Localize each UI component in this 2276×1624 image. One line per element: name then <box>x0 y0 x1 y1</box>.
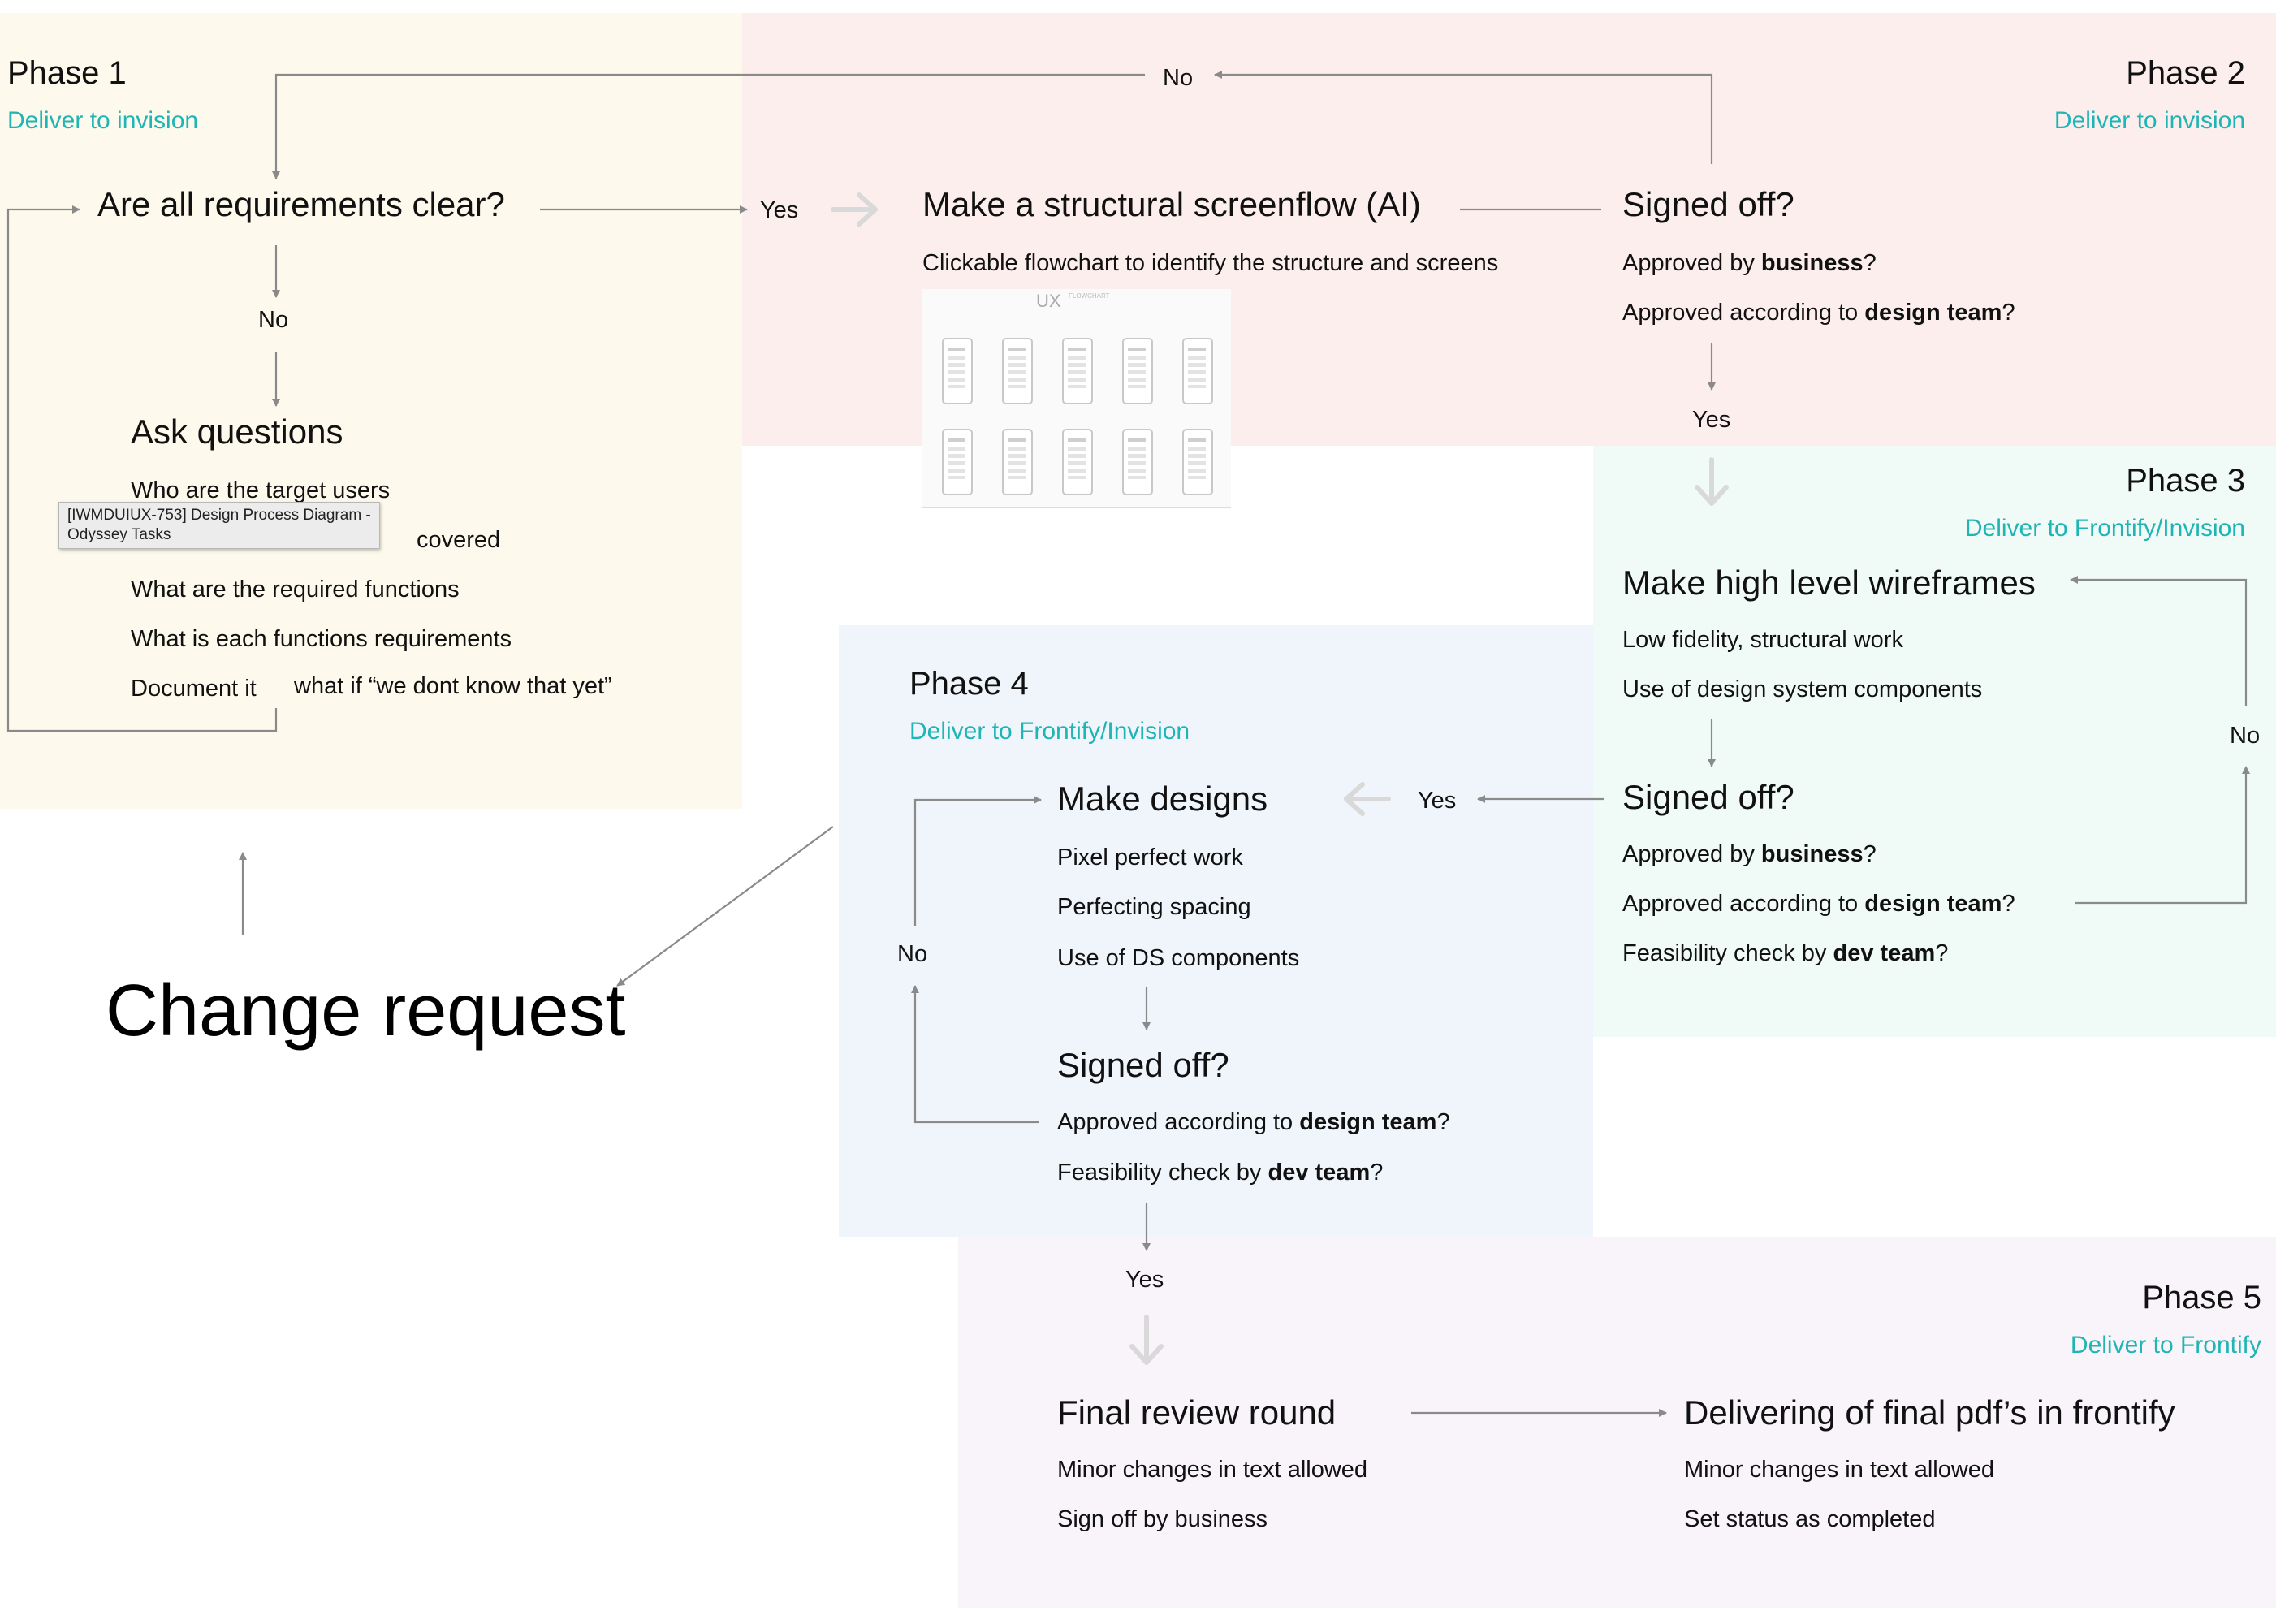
phase3-signoff-title: Signed off? <box>1622 778 1794 816</box>
arrow-no-loop-left-up <box>911 985 1039 1124</box>
phase3-deliver: Deliver to Frontify/Invision <box>1964 515 2245 542</box>
phase4-signoff-title: Signed off? <box>1057 1046 1229 1084</box>
designs-item-ds: Use of DS components <box>1057 945 1300 971</box>
phase2-yes-down: Yes <box>1692 407 1731 433</box>
phase3-yes-label: Yes <box>1418 788 1457 814</box>
flowchart-thumbnail: UX FLOWCHART <box>922 289 1231 508</box>
deliver-item-minor: Minor changes in text allowed <box>1684 1457 1995 1483</box>
final-item-minor: Minor changes in text allowed <box>1057 1457 1368 1483</box>
thumb-subtitle: FLOWCHART <box>1069 292 1110 300</box>
ask-note: what if “we dont know that yet” <box>294 673 612 699</box>
phase4-yes-label: Yes <box>1125 1267 1164 1293</box>
arrow-no-loop-left-top <box>913 796 1042 926</box>
phase3-title: Phase 3 <box>2126 463 2245 499</box>
ask-item-functions: What are the required functions <box>131 577 460 603</box>
ask-item-document: Document it <box>131 676 257 702</box>
requirements-question: Are all requirements clear? <box>97 185 505 223</box>
phase1-panel <box>0 13 742 809</box>
final-review-title: Final review round <box>1057 1393 1337 1432</box>
phase4-approved-design: Approved according to design team? <box>1057 1109 1450 1135</box>
phase3-no-label: No <box>2230 723 2261 749</box>
phase5-title: Phase 5 <box>2142 1280 2261 1315</box>
designs-item-pixel: Pixel perfect work <box>1057 844 1243 870</box>
phase2-signoff-title: Signed off? <box>1622 185 1794 223</box>
deliver-item-status: Set status as completed <box>1684 1506 1936 1532</box>
soft-arrow-down-p4 <box>1129 1315 1164 1365</box>
phase1-no-label: No <box>258 307 289 333</box>
change-request-label: Change request <box>106 970 626 1052</box>
soft-arrow-down-p2 <box>1695 457 1729 506</box>
arrow-no-top-to-question <box>272 73 1145 179</box>
wire-item-components: Use of design system components <box>1622 676 1983 702</box>
phase4-panel <box>839 625 1593 1237</box>
phase3-approved-design: Approved according to design team? <box>1622 891 2015 917</box>
phase2-deliver: Deliver to invision <box>2054 107 2245 134</box>
designs-item-spacing: Perfecting spacing <box>1057 894 1251 920</box>
phase2-approved-design: Approved according to design team? <box>1622 300 2015 326</box>
wire-item-fidelity: Low fidelity, structural work <box>1622 627 1903 653</box>
phase4-no-label: No <box>897 941 928 967</box>
phase1-title: Phase 1 <box>7 55 127 91</box>
top-no-label: No <box>1163 65 1194 91</box>
thumb-title: UX <box>1036 291 1061 311</box>
phase3-panel <box>1593 446 2276 1037</box>
phase5-deliver: Deliver to Frontify <box>2070 1332 2261 1358</box>
arrow-no-loop-right-top <box>2070 576 2248 706</box>
phase1-deliver: Deliver to invision <box>7 107 199 134</box>
arrow-loop-back <box>6 205 278 732</box>
soft-arrow-right <box>831 192 878 227</box>
ask-item-covered: covered <box>417 527 501 553</box>
arrow-no-loop-right-up <box>2075 766 2250 905</box>
screenflow-title: Make a structural screenflow (AI) <box>922 185 1421 223</box>
ask-item-requirements: What is each functions requirements <box>131 626 512 652</box>
arrow-to-change-request <box>616 826 834 987</box>
phase3-approved-business: Approved by business? <box>1622 841 1877 867</box>
designs-title: Make designs <box>1057 780 1268 818</box>
yes-label-p2: Yes <box>760 197 799 223</box>
soft-arrow-left-p4 <box>1344 782 1391 816</box>
delivering-title: Delivering of final pdf’s in frontify <box>1684 1393 2175 1432</box>
issue-tooltip: [IWMDUIUX-753] Design Process Diagram - … <box>58 502 380 549</box>
phase2-approved-business: Approved by business? <box>1622 250 1877 276</box>
screenflow-desc: Clickable flowchart to identify the stru… <box>922 250 1499 276</box>
phase5-panel <box>958 1237 2276 1608</box>
phase4-feasibility: Feasibility check by dev team? <box>1057 1160 1384 1186</box>
ask-item-target-users: Who are the target users <box>131 477 391 503</box>
phase4-title: Phase 4 <box>909 666 1029 702</box>
ask-questions-title: Ask questions <box>131 412 343 451</box>
wireframes-title: Make high level wireframes <box>1622 564 2036 602</box>
phase4-deliver: Deliver to Frontify/Invision <box>909 718 1190 745</box>
final-item-signoff: Sign off by business <box>1057 1506 1268 1532</box>
phase3-feasibility: Feasibility check by dev team? <box>1622 940 1949 966</box>
phase2-title: Phase 2 <box>2126 55 2245 91</box>
arrow-no-loop-top <box>1214 71 1713 164</box>
